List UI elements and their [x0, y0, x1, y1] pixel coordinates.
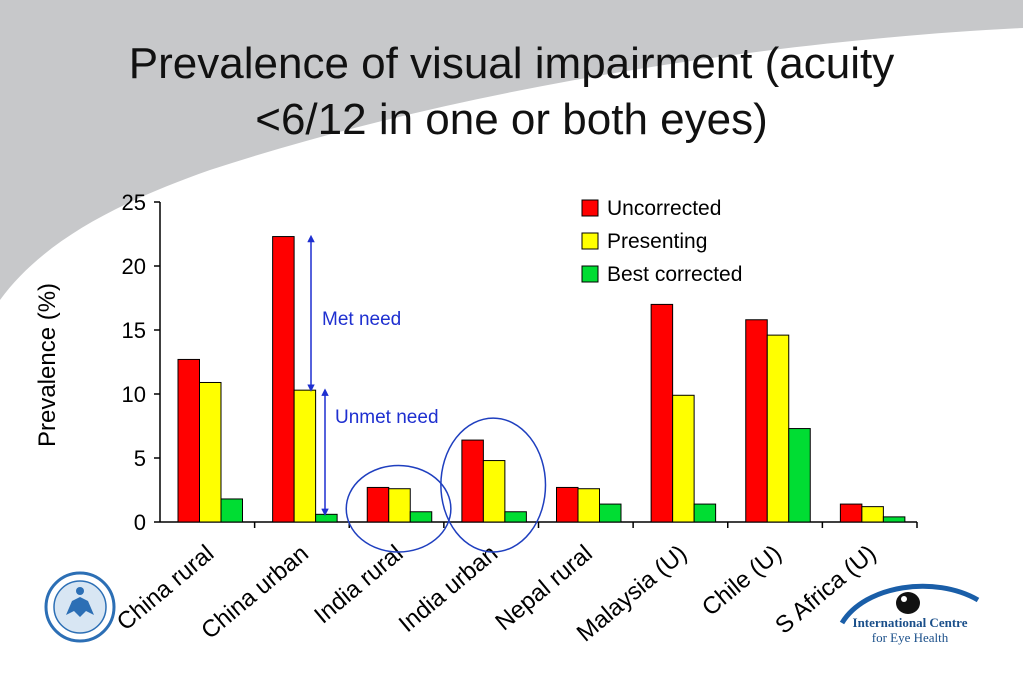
legend-label: Presenting: [607, 230, 707, 253]
x-category-label: Chile (U): [697, 540, 787, 622]
legend-swatch: [581, 265, 599, 283]
chart-bars: [177, 236, 906, 523]
bar: [366, 486, 390, 523]
x-category-label: India rural: [309, 540, 408, 629]
bar: [220, 498, 243, 523]
legend-swatch: [581, 199, 599, 217]
bar: [409, 511, 433, 523]
x-category-label: India urban: [394, 540, 503, 638]
logo-text-line2: for Eye Health: [872, 630, 949, 645]
bar: [882, 516, 906, 523]
icfeh-logo: International Centre for Eye Health: [839, 583, 980, 645]
bar: [504, 511, 527, 523]
bar: [388, 488, 411, 523]
bar: [861, 506, 884, 523]
bar: [315, 513, 338, 523]
y-tick-label: 20: [122, 254, 146, 279]
legend-label: Best corrected: [607, 263, 742, 286]
bar: [199, 381, 222, 523]
bar: [693, 503, 717, 523]
logo-text-line1: International Centre: [853, 615, 968, 630]
bar: [482, 460, 506, 523]
y-tick-label: 0: [134, 510, 146, 535]
bar: [766, 334, 790, 523]
y-tick-label: 5: [134, 446, 146, 471]
bar: [599, 503, 622, 523]
bar: [672, 394, 695, 523]
bar: [650, 303, 674, 523]
highlight-circle: [345, 464, 452, 553]
y-tick-label: 15: [122, 318, 146, 343]
highlight-circle: [440, 417, 547, 553]
bar: [177, 358, 200, 523]
lshtm-crest-logo: [44, 571, 116, 643]
annotation-label: Unmet need: [335, 407, 439, 428]
bar: [788, 428, 811, 523]
bar: [577, 488, 600, 523]
bar: [556, 486, 579, 523]
title-line-2: <6/12 in one or both eyes): [255, 95, 768, 144]
bar: [293, 389, 317, 523]
legend-swatch: [581, 232, 599, 250]
bar: [839, 503, 863, 523]
y-ticks: 0 5 10 15 20 25: [122, 190, 160, 535]
legend-label: Uncorrected: [607, 197, 721, 220]
bar: [461, 439, 484, 523]
y-axis-label: Prevalence (%): [34, 283, 61, 447]
bar: [745, 319, 768, 523]
annotation-label: Met need: [322, 309, 401, 330]
y-tick-label: 25: [122, 190, 146, 215]
page-title: Prevalence of visual impairment (acuity …: [0, 36, 1023, 148]
bar: [272, 236, 295, 523]
y-tick-label: 10: [122, 382, 146, 407]
title-line-1: Prevalence of visual impairment (acuity: [128, 39, 895, 88]
